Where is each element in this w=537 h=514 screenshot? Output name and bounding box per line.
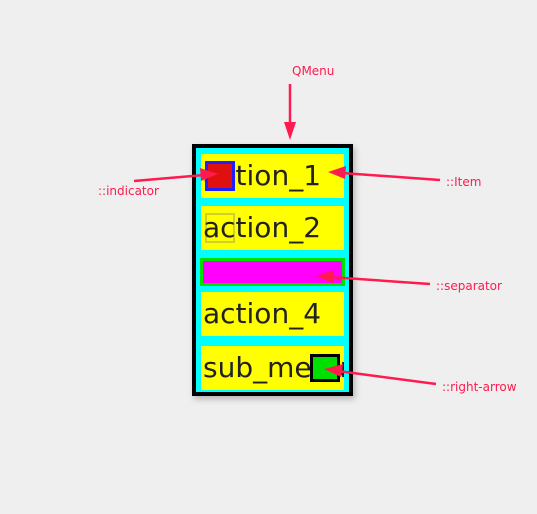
qmenu: action_1 action_2 action_4 sub_menu <box>192 144 353 396</box>
annotation-indicator: ::indicator <box>98 184 159 198</box>
menu-item-label: action_4 <box>203 297 322 330</box>
annotation-right-arrow: ::right-arrow <box>442 380 517 394</box>
annotation-qmenu: QMenu <box>292 64 335 78</box>
annotation-separator: ::separator <box>436 279 502 293</box>
arrow-item <box>341 171 441 182</box>
menu-item-action-4[interactable]: action_4 <box>201 292 344 336</box>
menu-item-label: action_2 <box>203 211 322 244</box>
arrowhead-qmenu <box>284 122 296 140</box>
right-arrow-icon <box>310 354 340 382</box>
indicator-checked-icon <box>205 161 235 191</box>
annotation-item: ::Item <box>446 175 482 189</box>
menu-item-action-1[interactable]: action_1 <box>201 154 344 198</box>
menu-item-sub-menu[interactable]: sub_menu <box>201 346 344 390</box>
menu-separator <box>200 258 345 286</box>
indicator-unchecked-icon <box>205 213 235 243</box>
menu-item-action-2[interactable]: action_2 <box>201 206 344 250</box>
